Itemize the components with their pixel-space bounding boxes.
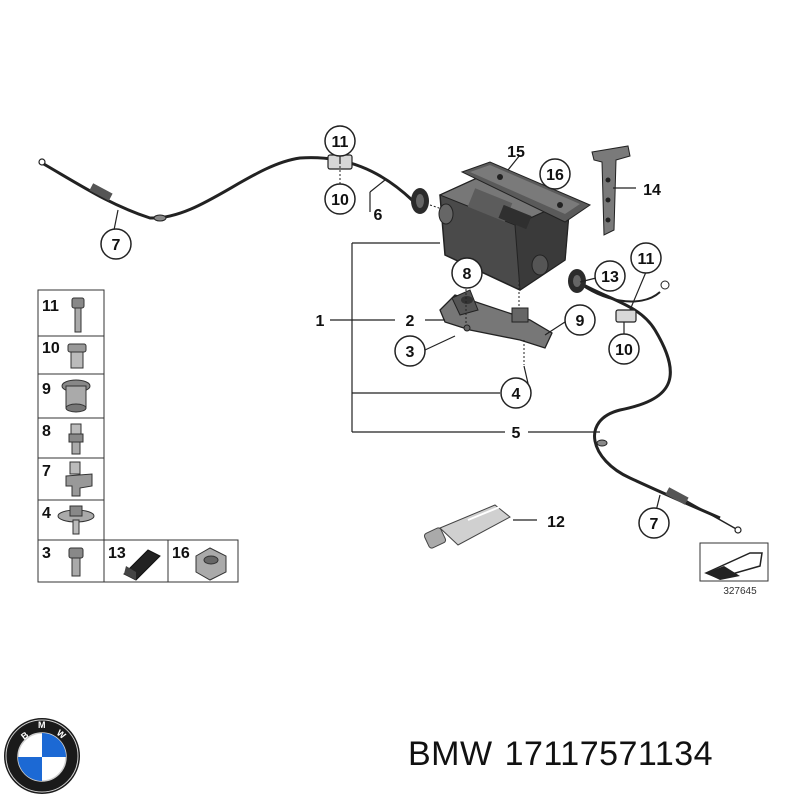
clip-bracket-icon [65, 461, 93, 497]
cable-grommet-left [411, 188, 446, 214]
callout-12: 12 [547, 514, 565, 531]
callout-11-top: 11 [324, 125, 356, 157]
svg-text:13: 13 [108, 545, 126, 562]
svg-text:16: 16 [546, 167, 564, 184]
svg-text:11: 11 [638, 251, 655, 268]
hex-nut-icon [195, 547, 227, 581]
svg-text:3: 3 [406, 344, 415, 361]
callout-5: 5 [512, 425, 521, 442]
svg-text:16: 16 [172, 545, 190, 562]
bmw-logo: B M W [4, 718, 80, 794]
svg-text:11: 11 [332, 134, 349, 151]
svg-text:7: 7 [650, 516, 659, 533]
callout-3: 3 [394, 335, 426, 367]
grease-tube [423, 504, 511, 549]
callout-11-right: 11 [630, 242, 662, 274]
callout-16: 16 [539, 158, 571, 190]
callout-10-right: 10 [608, 333, 640, 365]
legend-cell-16: 16 [172, 545, 227, 581]
svg-text:7: 7 [112, 237, 121, 254]
legend-cell-9: 9 [42, 379, 91, 413]
callout-4: 4 [500, 377, 532, 409]
svg-text:10: 10 [615, 342, 633, 359]
svg-text:7: 7 [42, 463, 51, 480]
callout-7-right: 7 [638, 507, 670, 539]
grommet-icon [61, 379, 91, 413]
svg-text:4: 4 [512, 386, 521, 403]
svg-text:10: 10 [42, 340, 60, 357]
callout-10-top: 10 [324, 183, 356, 215]
callout-1: 1 [316, 313, 325, 330]
svg-text:13: 13 [601, 269, 619, 286]
brand-name: BMW [408, 735, 493, 773]
legend-cell-13: 13 [108, 545, 161, 581]
leader-lines [113, 154, 661, 521]
rubber-block-icon [123, 549, 161, 581]
svg-text:4: 4 [42, 505, 51, 522]
legend-cell-11: 11 [42, 297, 85, 333]
part-caption: BMW 17117571134 [408, 735, 725, 774]
washer-screw-icon [57, 505, 95, 535]
svg-text:9: 9 [576, 313, 585, 330]
parts-legend [37, 289, 239, 583]
stud-bolt-icon [68, 423, 84, 455]
legend-cell-4: 4 [42, 505, 95, 535]
legend-cell-7: 7 [42, 461, 93, 497]
svg-text:11: 11 [42, 298, 59, 315]
svg-text:3: 3 [42, 545, 51, 562]
callout-7-left: 7 [100, 228, 132, 260]
callout-8: 8 [451, 257, 483, 289]
callout-14: 14 [643, 182, 661, 199]
release-handle-bracket [591, 145, 631, 236]
reference-number: 327645 [723, 586, 757, 597]
part-number: 17117571134 [504, 735, 714, 773]
mounting-bracket [439, 280, 553, 365]
actuator-cover [460, 161, 592, 223]
svg-text:9: 9 [42, 381, 51, 398]
svg-text:8: 8 [42, 423, 51, 440]
left-cable-end [38, 158, 167, 222]
bushing-icon [67, 343, 87, 369]
svg-text:10: 10 [331, 192, 349, 209]
cable-grommet-right [568, 269, 586, 293]
legend-cell-3: 3 [42, 545, 84, 577]
callout-6: 6 [374, 207, 383, 224]
callout-2: 2 [406, 313, 415, 330]
bolt-icon [71, 297, 85, 333]
legend-cell-8: 8 [42, 423, 84, 455]
screw-icon [68, 547, 84, 577]
svg-text:M: M [38, 720, 46, 730]
reference-arrow-box [699, 542, 769, 582]
svg-text:8: 8 [463, 266, 472, 283]
callout-15: 15 [507, 144, 525, 161]
svg-text:B: B [19, 729, 31, 741]
right-cable-end [596, 280, 742, 534]
legend-cell-10: 10 [42, 340, 87, 369]
callout-9: 9 [564, 304, 596, 336]
callout-13: 13 [594, 260, 626, 292]
cable-clip-right [615, 309, 637, 323]
right-brake-cable [577, 280, 721, 520]
